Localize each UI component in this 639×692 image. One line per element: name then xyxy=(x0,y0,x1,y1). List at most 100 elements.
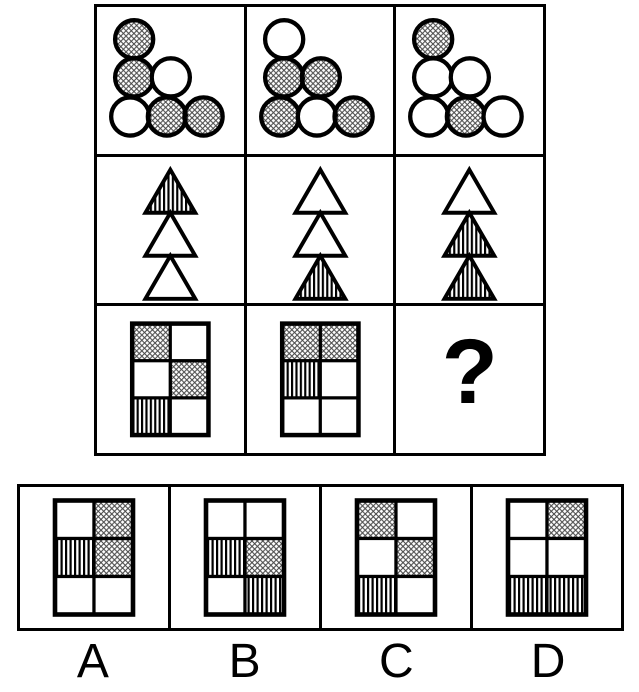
square-r2c2-cross xyxy=(394,536,437,579)
squares-figure xyxy=(505,498,589,617)
triangles-figure xyxy=(291,165,349,301)
circle-1-cross xyxy=(262,56,306,99)
option-label-C: C xyxy=(379,635,414,688)
circle-0-white xyxy=(262,18,306,61)
triangle-0-white xyxy=(441,165,498,215)
matrix-cell-r1c2 xyxy=(246,7,394,154)
circle-3-white xyxy=(408,95,451,138)
circle-3-white xyxy=(109,95,152,138)
squares-figure xyxy=(354,498,438,617)
squares-figure xyxy=(129,321,211,438)
circle-1-white xyxy=(412,56,455,99)
square-r2c2-cross xyxy=(243,536,286,579)
matrix-cell-r2c3 xyxy=(396,156,543,304)
squares-figure xyxy=(203,498,287,617)
circles-figure xyxy=(408,18,525,138)
triangle-1-stripes xyxy=(441,208,498,258)
circle-2-white xyxy=(149,56,193,99)
matrix-cell-r2c2 xyxy=(246,156,394,304)
grid-outline xyxy=(129,321,211,438)
grid-outline xyxy=(505,498,589,617)
puzzle-matrix: ? xyxy=(94,4,546,456)
option-labels: A B C D xyxy=(17,636,624,688)
circle-4-cross xyxy=(445,95,488,138)
square-r2c1-white xyxy=(506,536,549,579)
triangles-figure xyxy=(142,165,199,301)
option-A[interactable] xyxy=(20,487,168,628)
matrix-cell-r1c3 xyxy=(396,7,543,154)
square-r3c2-white xyxy=(168,396,211,437)
triangle-1-white xyxy=(142,208,199,258)
triangles-figure xyxy=(441,165,498,301)
grid-outline xyxy=(354,498,438,617)
grid-outline xyxy=(52,498,136,617)
square-r3c2-white xyxy=(394,574,437,617)
square-r2c1-stripes xyxy=(280,359,322,400)
square-r3c2-white xyxy=(318,396,360,437)
matrix-cell-r3c1 xyxy=(97,306,244,453)
option-C[interactable] xyxy=(322,487,470,628)
grid-outline xyxy=(203,498,287,617)
square-r3c2-stripes xyxy=(545,574,588,617)
square-r1c1-cross xyxy=(355,498,398,541)
square-r1c1-white xyxy=(506,498,549,541)
square-r3c1-stripes xyxy=(506,574,549,617)
square-r1c1-white xyxy=(204,498,247,541)
square-r3c1-white xyxy=(53,574,96,617)
square-r3c1-white xyxy=(280,396,322,437)
circle-5-white xyxy=(481,95,525,138)
question-mark: ? xyxy=(441,320,498,423)
square-r3c1-stripes xyxy=(355,574,398,617)
square-r2c2-white xyxy=(318,359,360,400)
square-r3c2-stripes xyxy=(243,574,286,617)
square-r1c2-cross xyxy=(318,322,360,363)
square-r1c1-cross xyxy=(280,322,322,363)
square-r2c1-white xyxy=(130,359,172,400)
square-r3c1-stripes xyxy=(130,396,172,437)
square-r2c2-cross xyxy=(92,536,135,579)
circles-figure xyxy=(258,18,375,138)
triangle-0-white xyxy=(291,165,349,215)
square-r3c1-white xyxy=(204,574,247,617)
matrix-cell-r3c2 xyxy=(246,306,394,453)
circle-5-cross xyxy=(332,95,375,138)
triangle-0-stripes xyxy=(142,165,199,215)
option-D[interactable] xyxy=(473,487,621,628)
squares-figure xyxy=(279,321,361,438)
circle-4-white xyxy=(295,95,338,138)
circle-1-cross xyxy=(112,56,156,99)
square-r1c1-white xyxy=(53,498,96,541)
square-r2c2-cross xyxy=(168,359,211,400)
square-r2c1-stripes xyxy=(53,536,96,579)
triangle-2-stripes xyxy=(291,251,349,301)
square-r1c2-cross xyxy=(545,498,588,541)
option-label-A: A xyxy=(76,635,109,688)
option-label-B: B xyxy=(228,635,261,688)
triangle-1-white xyxy=(291,208,349,258)
square-r2c1-white xyxy=(355,536,398,579)
circle-3-cross xyxy=(258,95,302,138)
circle-5-cross xyxy=(182,95,225,138)
grid-outline xyxy=(279,321,361,438)
square-r2c2-white xyxy=(545,536,588,579)
triangle-2-stripes xyxy=(441,251,498,301)
circle-0-cross xyxy=(112,18,156,61)
circle-2-white xyxy=(448,56,492,99)
square-r1c2-cross xyxy=(92,498,135,541)
square-r1c2-white xyxy=(394,498,437,541)
matrix-cell-r1c1 xyxy=(97,7,244,154)
squares-figure xyxy=(52,498,136,617)
option-B[interactable] xyxy=(171,487,319,628)
triangle-2-white xyxy=(142,251,199,301)
matrix-cell-r2c1 xyxy=(97,156,244,304)
option-label-D: D xyxy=(530,635,566,688)
square-r1c2-white xyxy=(168,322,211,363)
circle-4-cross xyxy=(145,95,189,138)
circle-2-cross xyxy=(299,56,342,99)
answer-strip xyxy=(17,484,624,631)
square-r3c2-white xyxy=(92,574,135,617)
square-r1c1-cross xyxy=(130,322,172,363)
matrix-cell-r3c3: ? xyxy=(396,306,543,453)
circles-figure xyxy=(109,18,225,138)
